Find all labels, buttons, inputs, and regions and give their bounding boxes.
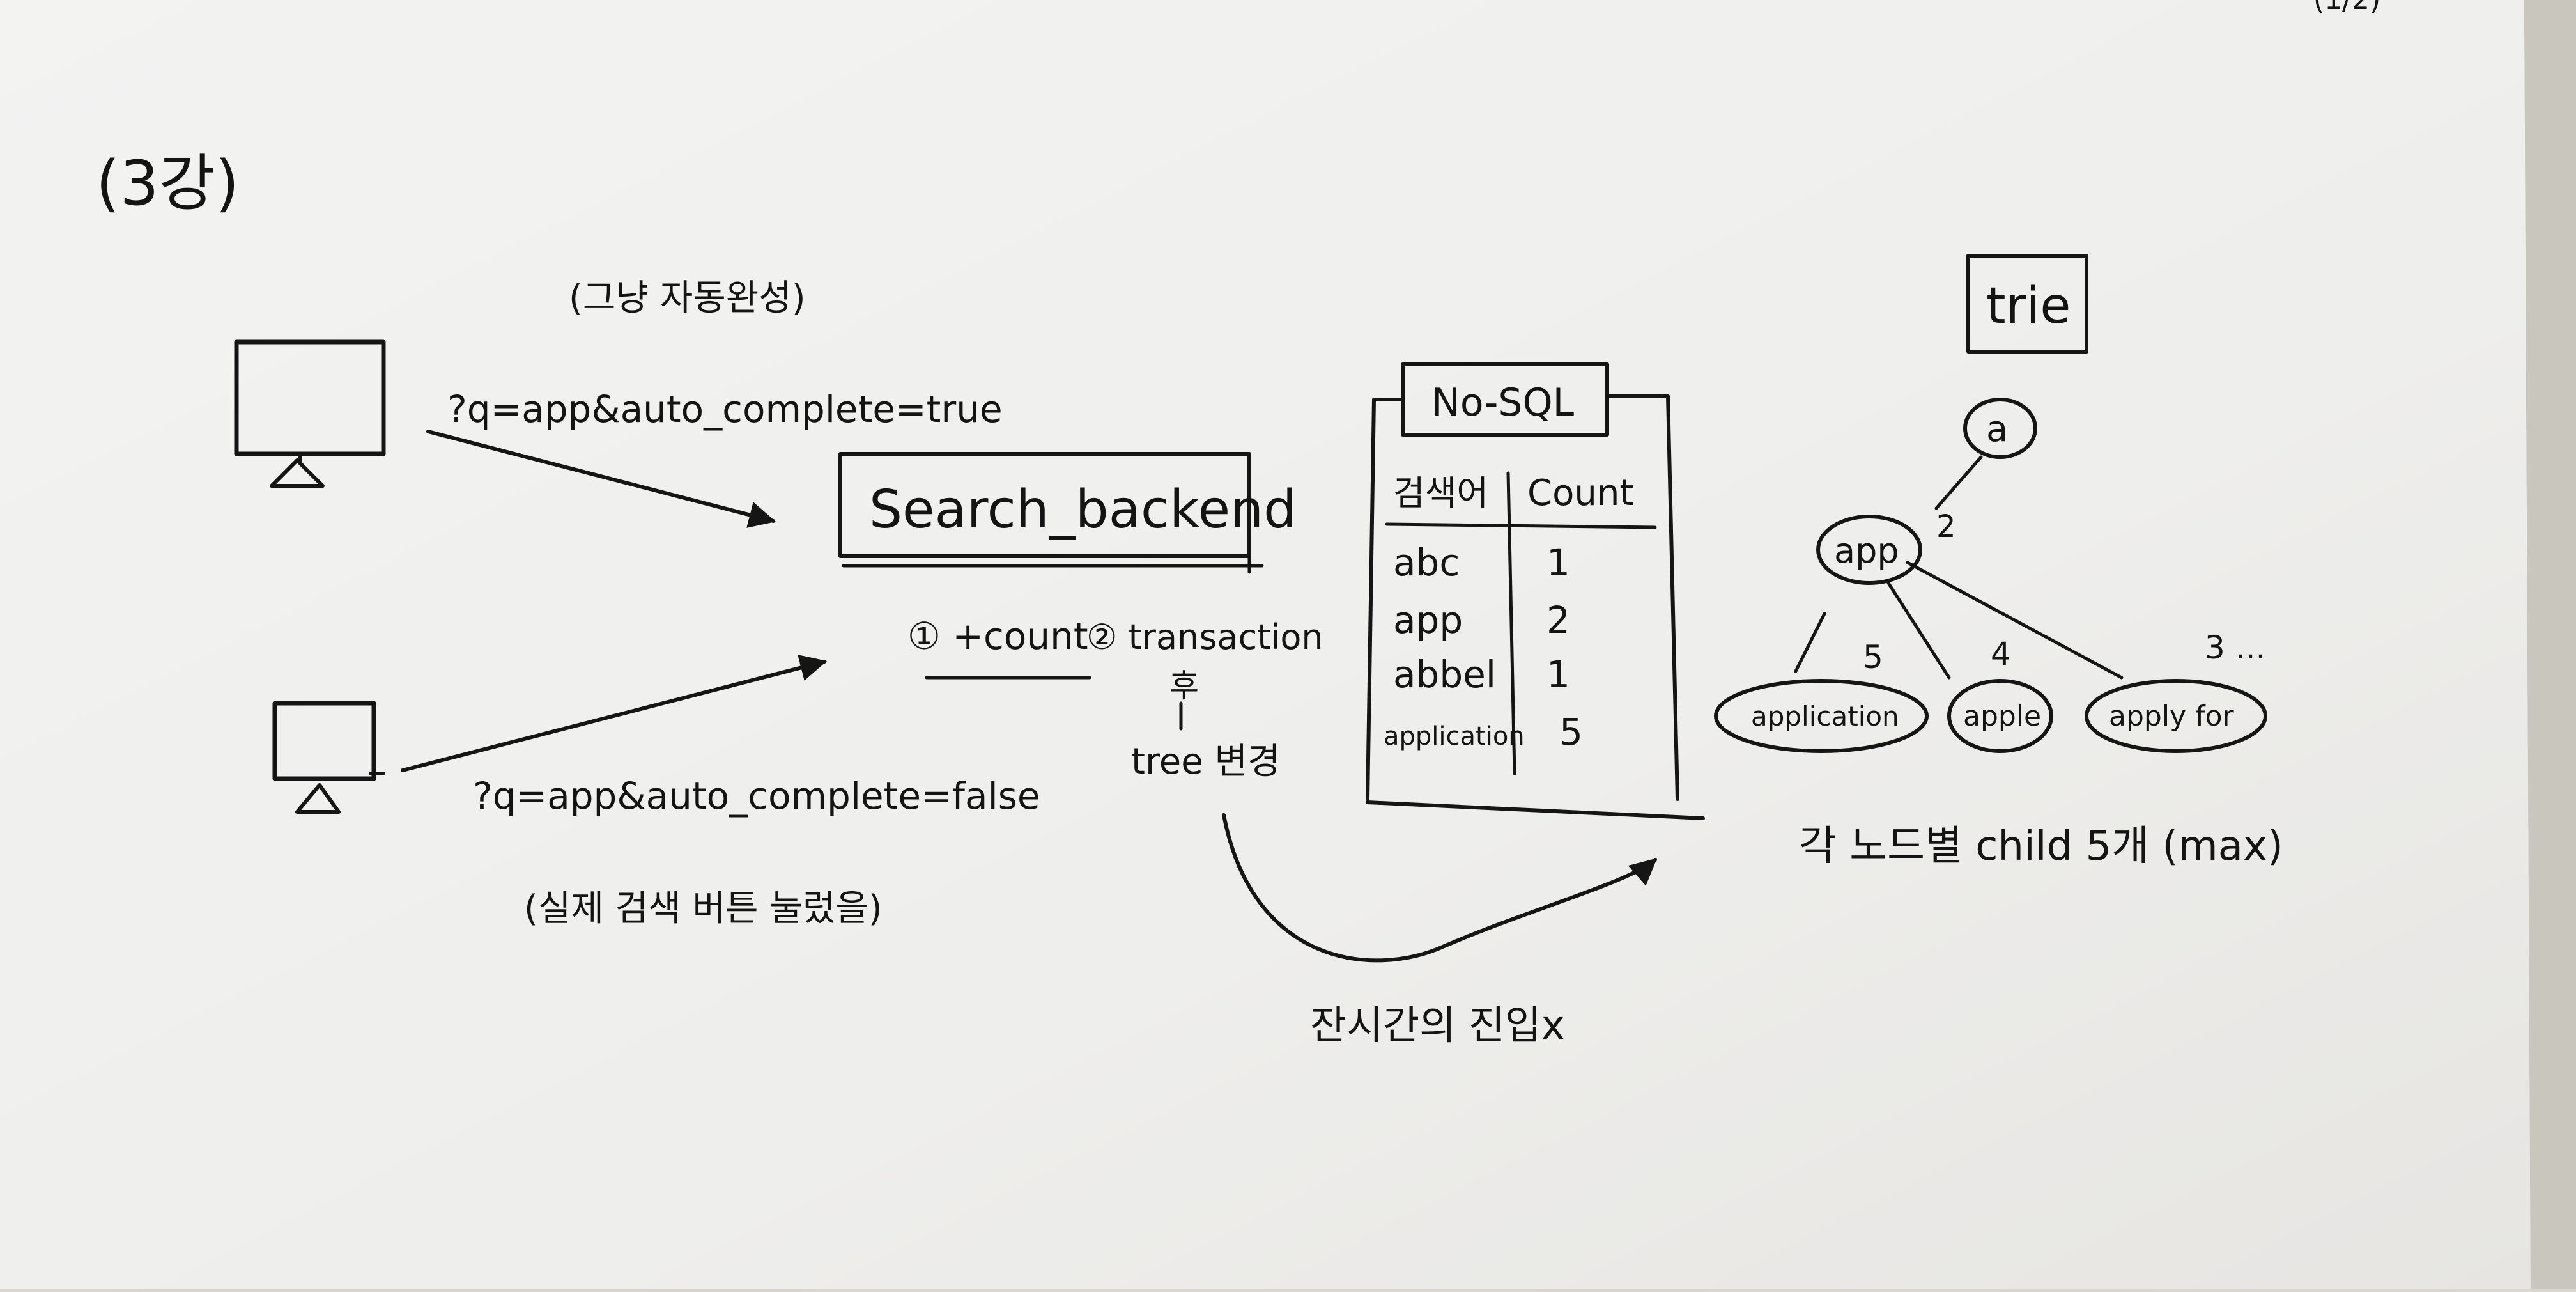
trie-leaf bbox=[1947, 679, 2053, 753]
update-arrow-note: 잔시간의 진입x bbox=[1310, 1002, 1565, 1048]
step-after: 후 bbox=[1169, 667, 1199, 704]
trie-edge-weight: 2 bbox=[1936, 509, 1956, 545]
autocomplete-request: ?q=app&auto_complete=true bbox=[447, 387, 1003, 431]
nosql-table: No-SQL 검색어 Count abc 1 app 2 abbel 1 app… bbox=[1366, 362, 1705, 820]
page-label: (3강) bbox=[96, 148, 239, 219]
autocomplete-note: (그냥 자동완성) bbox=[569, 277, 806, 319]
nosql-header-term: 검색어 bbox=[1393, 473, 1488, 513]
nosql-row-count: 5 bbox=[1559, 710, 1583, 754]
trie-leaf-label: apply for bbox=[2109, 700, 2234, 733]
corner-mark: (1/2) bbox=[2313, 0, 2380, 16]
nosql-row-term: abbel bbox=[1393, 653, 1496, 696]
page-edge-shadow bbox=[2524, 0, 2576, 1289]
nosql-row-term: application bbox=[1384, 722, 1525, 751]
trie-node-label: app bbox=[1834, 531, 1899, 571]
trie-title-box bbox=[1966, 254, 2088, 354]
nosql-row-term: abc bbox=[1393, 541, 1460, 584]
request-arrow-bottom bbox=[401, 655, 828, 772]
update-arrow bbox=[1222, 813, 1658, 963]
trie-leaf-label: application bbox=[1751, 701, 1899, 732]
trie-leaf-weight: 4 bbox=[1991, 635, 2011, 673]
search-backend-box: Search_backend bbox=[838, 452, 1297, 574]
step-tree-update: tree 변경 bbox=[1131, 741, 1281, 782]
trie-leaf-weight: 5 bbox=[1863, 639, 1883, 676]
trie-caption: 각 노드별 child 5개 (max) bbox=[1799, 823, 2283, 870]
nosql-title: No-SQL bbox=[1431, 380, 1575, 425]
trie-leaf bbox=[2085, 679, 2267, 753]
nosql-row-count: 1 bbox=[1546, 541, 1570, 584]
trie-node-label: a bbox=[1986, 409, 2008, 450]
trie-node-child bbox=[1816, 515, 1922, 585]
search-backend-label: Search_backend bbox=[869, 479, 1297, 540]
trie-diagram: trie a 2 app application 5 apple 4 apply… bbox=[1714, 254, 2283, 870]
nosql-header-count: Count bbox=[1527, 472, 1633, 514]
trie-leaf-label: apple bbox=[1963, 700, 2041, 733]
monitor-icon bbox=[272, 701, 385, 814]
request-arrow-top bbox=[426, 430, 776, 528]
trie-leaf bbox=[1714, 679, 1929, 753]
trie-title: trie bbox=[1986, 277, 2071, 335]
search-button-note: (실제 검색 버튼 눌렀을) bbox=[524, 888, 883, 930]
search-request: ?q=app&auto_complete=false bbox=[473, 774, 1040, 818]
step-transaction: ② transaction bbox=[1086, 617, 1323, 657]
nosql-row-count: 1 bbox=[1546, 653, 1570, 696]
monitor-icon bbox=[234, 339, 386, 488]
trie-leaf-weight: 3 ... bbox=[2205, 629, 2265, 666]
trie-node-root bbox=[1963, 398, 2037, 459]
step-count: ① +count bbox=[907, 614, 1088, 658]
nosql-row-count: 2 bbox=[1546, 598, 1570, 642]
nosql-row-term: app bbox=[1393, 598, 1463, 642]
